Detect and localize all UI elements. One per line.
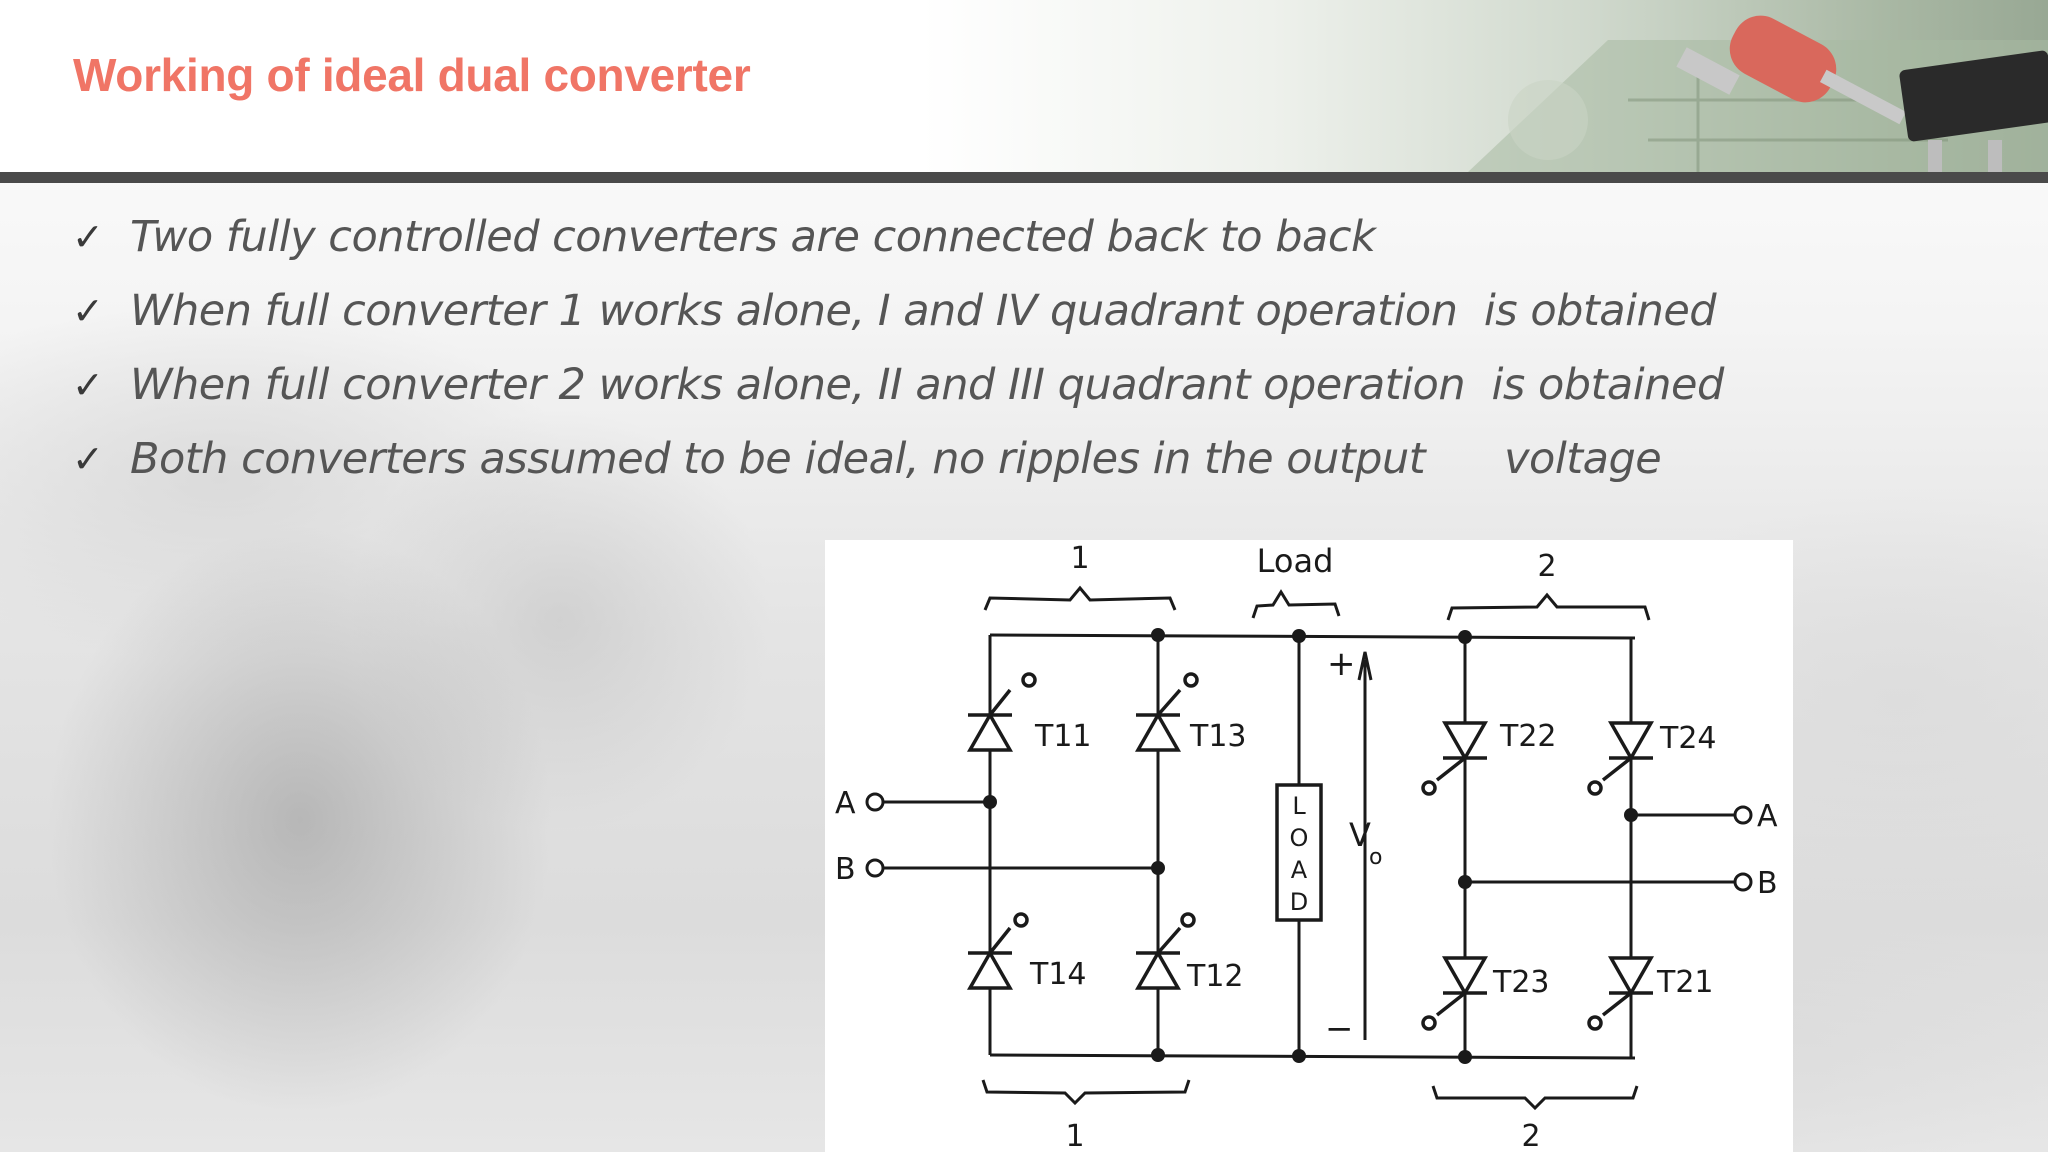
bullet-text: Both converters assumed to be ideal, no … bbox=[130, 434, 1662, 484]
dual-converter-circuit-diagram: L O A D 1 2 1 2 Load + − V o A B A B T11… bbox=[825, 540, 1793, 1152]
bullet-item: ✓ When full converter 2 works alone, II a… bbox=[72, 348, 1724, 422]
converter-1-label-top: 1 bbox=[1070, 541, 1089, 576]
thyristor-label: T22 bbox=[1499, 719, 1557, 754]
checkmark-icon: ✓ bbox=[72, 289, 104, 333]
load-heading: Load bbox=[1257, 542, 1334, 580]
load-letter: O bbox=[1290, 824, 1309, 852]
title-divider bbox=[0, 172, 2048, 183]
header-band bbox=[0, 0, 2048, 172]
terminal-b-right: B bbox=[1757, 866, 1778, 901]
bullet-list: ✓ Two fully controlled converters are con… bbox=[72, 200, 1724, 496]
converter-2-label-bottom: 2 bbox=[1521, 1119, 1540, 1152]
vo-subscript: o bbox=[1369, 845, 1382, 870]
load-letter: L bbox=[1292, 792, 1306, 820]
thyristor-symbols bbox=[966, 672, 1655, 1031]
terminal-a-left: A bbox=[835, 786, 856, 821]
thyristor-label: T24 bbox=[1659, 721, 1717, 756]
checkmark-icon: ✓ bbox=[72, 437, 104, 481]
thyristor-label: T13 bbox=[1189, 719, 1247, 754]
circuit-junctions bbox=[983, 628, 1638, 1064]
checkmark-icon: ✓ bbox=[72, 363, 104, 407]
thyristor-label: T12 bbox=[1186, 959, 1244, 994]
circuit-svg: L O A D 1 2 1 2 Load + − V o A B A B T11… bbox=[835, 541, 1778, 1152]
ac-terminals bbox=[865, 792, 1753, 892]
slide-title: Working of ideal dual converter bbox=[73, 49, 751, 101]
vo-label: V bbox=[1349, 816, 1371, 854]
load-letter: D bbox=[1290, 888, 1308, 916]
thyristor-label: T21 bbox=[1656, 965, 1714, 1000]
bullet-text: Two fully controlled converters are conn… bbox=[130, 212, 1376, 262]
bullet-item: ✓ Both converters assumed to be ideal, no… bbox=[72, 422, 1724, 496]
plus-sign: + bbox=[1327, 644, 1356, 684]
checkmark-icon: ✓ bbox=[72, 215, 104, 259]
terminal-a-right: A bbox=[1757, 799, 1778, 834]
load-resistor-box bbox=[1275, 783, 1323, 922]
converter-2-label-top: 2 bbox=[1537, 549, 1556, 584]
bullet-item: ✓ Two fully controlled converters are con… bbox=[72, 200, 1724, 274]
bullet-item: ✓ When full converter 1 works alone, I an… bbox=[72, 274, 1724, 348]
bullet-text: When full converter 1 works alone, I and… bbox=[130, 286, 1717, 336]
thyristor-label: T11 bbox=[1034, 719, 1092, 754]
load-letter: A bbox=[1291, 856, 1308, 884]
terminal-b-left: B bbox=[835, 852, 856, 887]
bullet-text: When full converter 2 works alone, II an… bbox=[130, 360, 1724, 410]
minus-sign: − bbox=[1325, 1009, 1354, 1049]
converter-1-label-bottom: 1 bbox=[1065, 1119, 1084, 1152]
thyristor-label: T23 bbox=[1492, 965, 1550, 1000]
circuit-board-photo bbox=[1468, 15, 2048, 172]
thyristor-label: T14 bbox=[1029, 957, 1087, 992]
